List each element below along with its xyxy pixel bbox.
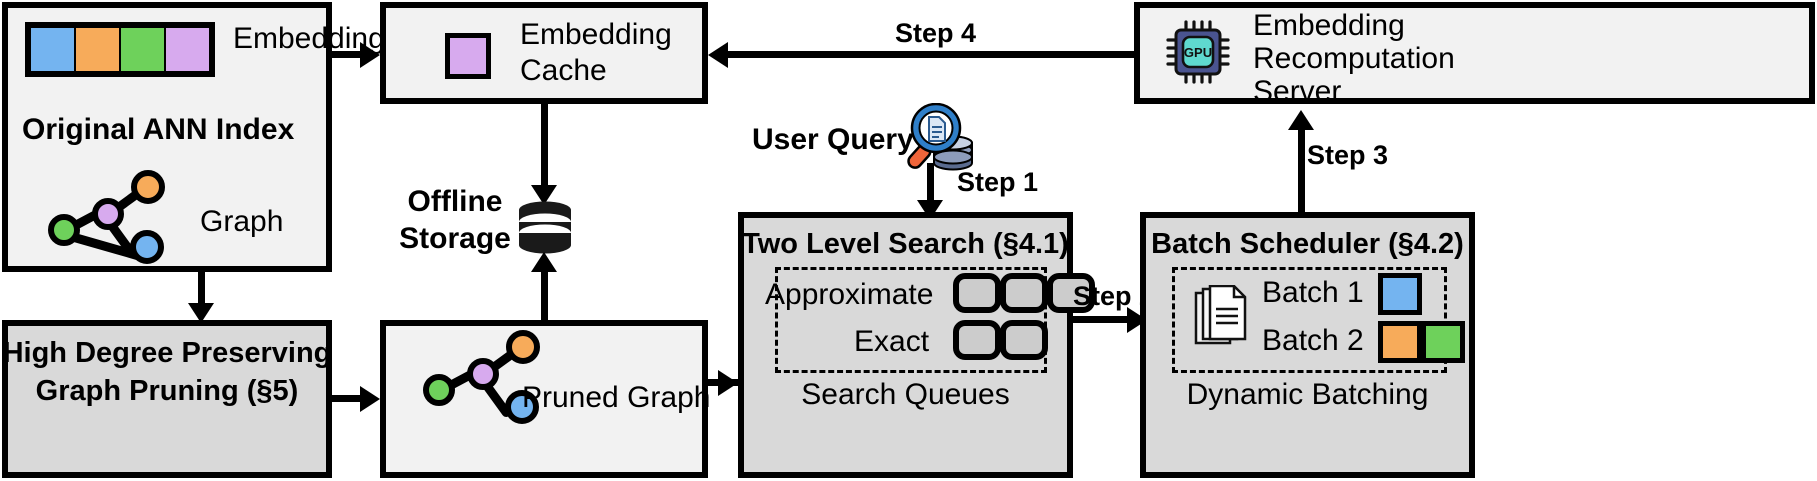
arrow-pruned-to-search-head	[718, 370, 738, 396]
embedding-cache-title-line2: Cache	[520, 54, 607, 87]
arrow-pruned-to-storage-line	[541, 270, 548, 322]
arrow-step3-line	[1298, 128, 1305, 212]
graph-node-green	[48, 214, 80, 246]
arrow-pruning-to-pruned-head	[360, 386, 380, 412]
pruned-graph-glyph	[415, 330, 545, 430]
arrow-cache-to-storage-line	[541, 104, 548, 189]
exact-queue-cell[interactable]	[1000, 320, 1048, 360]
search-queues-dashed-region	[775, 267, 1047, 373]
step3-label: Step 3	[1307, 140, 1389, 170]
embedding-strip	[25, 22, 215, 77]
arrow-pruning-to-pruned-line	[332, 395, 365, 402]
dynamic-batching-footer: Dynamic Batching	[1186, 378, 1429, 411]
batch-1-swatch-blue	[1378, 273, 1422, 315]
step4-label: Step 4	[895, 18, 977, 48]
approximate-queue-cell[interactable]	[953, 273, 1001, 313]
graph-node-orange	[506, 330, 540, 364]
arrow-index-to-cache-head	[360, 42, 380, 68]
offline-storage-label-line2: Storage	[399, 222, 511, 255]
arrow-step1-line	[927, 163, 934, 205]
gpu-chip-icon-text: GPU	[1184, 45, 1212, 60]
arrow-index-to-pruning-head	[188, 303, 214, 323]
arrow-step3-head	[1288, 110, 1314, 130]
batch-scheduler-title: Batch Scheduler (§4.2)	[1151, 228, 1464, 260]
user-query-label: User Query	[752, 123, 914, 156]
graph-pruning-title-line2: Graph Pruning (§5)	[35, 375, 299, 407]
database-cylinder-icon	[519, 201, 571, 254]
arrow-index-to-cache-line	[332, 51, 365, 58]
approximate-queue-cell[interactable]	[1047, 273, 1095, 313]
documents-stack-icon	[1194, 285, 1247, 345]
dynamic-batching-dashed-region	[1172, 267, 1447, 373]
embedding-cell-2	[119, 26, 166, 73]
embedding-cache-swatch-icon	[445, 33, 491, 79]
batch-2-swatch-orange	[1378, 321, 1422, 363]
pruned-graph-label: Pruned Graph	[522, 381, 711, 414]
graph-node-blue	[130, 230, 164, 264]
original-ann-index-title: Original ANN Index	[22, 113, 295, 146]
batch-2-label: Batch 2	[1262, 324, 1364, 357]
recomputation-server-line2: Recomputation	[1253, 42, 1455, 75]
arrow-step4-line	[728, 51, 1134, 58]
ann-index-graph-glyph	[40, 170, 170, 265]
arrow-pruned-to-storage-head	[531, 252, 557, 272]
embedding-cell-0	[29, 26, 76, 73]
graph-node-blue	[505, 390, 539, 424]
step1-label: Step 1	[957, 167, 1039, 197]
arrow-cache-to-storage-head	[531, 185, 557, 205]
arrow-step2-line	[1073, 316, 1135, 323]
offline-storage-label-line1: Offline	[407, 185, 503, 218]
graph-node-orange	[131, 170, 165, 204]
embedding-cache-title-line1: Embedding	[520, 18, 672, 51]
search-queues-footer: Search Queues	[801, 378, 1010, 411]
recomputation-server-line1: Embedding	[1253, 9, 1405, 42]
graph-pruning-box[interactable]	[2, 320, 332, 478]
graph-node-purple	[92, 198, 124, 230]
graph-node-purple	[467, 358, 499, 390]
approximate-queue-cell[interactable]	[1000, 273, 1048, 313]
two-level-search-title: Two Level Search (§4.1)	[742, 228, 1069, 260]
arrow-index-to-pruning-line	[198, 272, 205, 307]
arrow-step4-head	[708, 42, 728, 68]
graph-pruning-title-line1: High Degree Preserving	[2, 337, 332, 369]
embedding-label: Embedding	[233, 22, 385, 55]
graph-label: Graph	[200, 205, 284, 238]
embedding-cache-box[interactable]	[380, 2, 708, 104]
approximate-row-label: Approximate	[765, 278, 934, 311]
batch-1-label: Batch 1	[1262, 276, 1364, 309]
search-document-database-icon	[907, 103, 973, 171]
batch-2-swatch-green	[1421, 321, 1465, 363]
embedding-cell-3	[164, 26, 211, 73]
embedding-cell-1	[74, 26, 121, 73]
exact-row-label: Exact	[854, 325, 930, 358]
gpu-chip-icon: GPU	[1166, 20, 1230, 84]
exact-queue-cell[interactable]	[953, 320, 1001, 360]
graph-node-green	[423, 374, 455, 406]
recomputation-server-box[interactable]	[1134, 2, 1815, 104]
recomputation-server-line3: Server	[1253, 75, 1342, 108]
